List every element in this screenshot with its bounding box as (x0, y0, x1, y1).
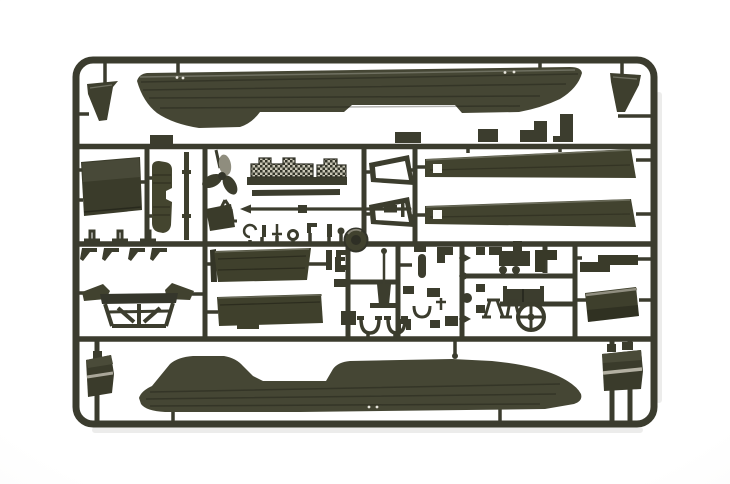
sprue-frame (72, 56, 658, 428)
part-windshield-frame-2 (369, 197, 414, 227)
part-box-left (86, 351, 114, 397)
part-door-panel (81, 157, 142, 216)
part-muffler (580, 255, 638, 272)
part-drum (503, 286, 544, 305)
soft-shadow (92, 92, 662, 433)
clamp-row (84, 229, 156, 242)
part-wheel-hub (343, 227, 369, 253)
fittings-grid (397, 245, 458, 330)
part-bow-fin-left (87, 81, 118, 121)
part-grille-1 (250, 157, 314, 178)
part-thin-strip (182, 152, 191, 240)
part-hull-lower (139, 353, 582, 412)
small-fittings-row (242, 223, 345, 241)
part-seat-panel (585, 287, 639, 322)
part-small-plate (206, 204, 235, 231)
part-mast-pedestal (370, 248, 398, 308)
part-axle-stands (482, 298, 524, 319)
part-block-small (341, 311, 356, 325)
part-propeller (202, 149, 238, 195)
part-clip (335, 257, 345, 272)
part-float-pontoon (152, 161, 172, 233)
part-flat-bar (252, 189, 340, 196)
part-hatch-panel-2 (217, 294, 323, 329)
part-box-right (602, 342, 643, 391)
part-hull-upper (137, 67, 582, 128)
part-bumper-assembly (82, 283, 194, 328)
part-bow-fin-right (610, 73, 641, 112)
part-deck-plate-2 (425, 199, 636, 227)
part-mesh-shelf (247, 177, 347, 185)
rail-top-fittings (150, 114, 573, 144)
part-deck-plate-1 (425, 149, 636, 178)
pin-column (459, 247, 485, 324)
part-stirrup-2 (384, 316, 408, 335)
part-windshield-frame-1 (369, 155, 414, 185)
part-stirrup-1 (357, 316, 382, 335)
part-engine-cluster (489, 241, 557, 274)
part-grille-2 (316, 158, 347, 178)
part-hatch-panel-1 (210, 248, 311, 282)
angle-bracket-row (80, 248, 167, 261)
